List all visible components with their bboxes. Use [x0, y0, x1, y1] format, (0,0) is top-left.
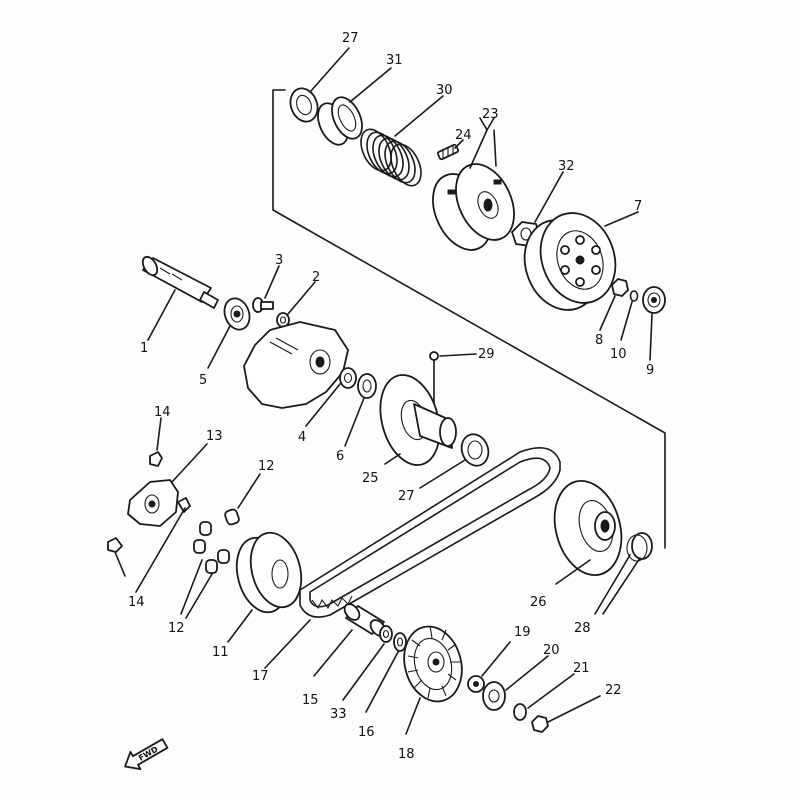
part-5-bearing: [223, 297, 251, 331]
label-22: 22: [605, 683, 622, 698]
label-6: 6: [336, 449, 344, 464]
label-12-bottom: 12: [168, 621, 185, 636]
part-33-washer: [379, 625, 393, 643]
label-29: 29: [478, 347, 495, 362]
label-24: 24: [455, 128, 472, 143]
part-11-movable-drive-face: [235, 531, 303, 614]
label-23: 23: [482, 107, 499, 122]
part-17-drive-belt: [299, 446, 561, 618]
label-16: 16: [358, 725, 375, 740]
label-7: 7: [634, 199, 642, 214]
part-4-seal: [339, 367, 357, 389]
label-19: 19: [514, 625, 531, 640]
label-11: 11: [212, 645, 229, 660]
fwd-direction-marker: FWD: [124, 738, 169, 771]
label-28: 28: [574, 621, 591, 636]
part-28-washer: [626, 532, 653, 562]
part-10-washer: [629, 290, 639, 302]
part-21-washer: [513, 703, 527, 721]
part-1-drive-shaft: [141, 255, 219, 309]
label-2: 2: [312, 270, 320, 285]
label-13: 13: [206, 429, 223, 444]
part-15-collar: [343, 603, 387, 637]
part-14-slider-top: [149, 451, 163, 467]
part-7-clutch-housing: [523, 212, 617, 311]
part-3-bolt: [252, 297, 274, 313]
part-25-pulley-face: [379, 374, 457, 466]
label-10: 10: [610, 347, 627, 362]
label-17: 17: [252, 669, 269, 684]
part-22-nut: [531, 715, 549, 733]
label-21: 21: [573, 661, 590, 676]
label-5: 5: [199, 373, 207, 388]
label-12-top: 12: [258, 459, 275, 474]
label-18: 18: [398, 747, 415, 762]
part-23-clutch-carrier: [432, 163, 515, 251]
part-20-hub: [482, 681, 506, 711]
part-29-plug: [429, 351, 439, 405]
label-33: 33: [330, 707, 347, 722]
group-frame: [272, 89, 666, 549]
part-14-slider-bottom: [107, 537, 123, 553]
part-14-slider-side: [177, 497, 191, 513]
label-8: 8: [595, 333, 603, 348]
part-9-bearing: [642, 286, 666, 314]
part-8-nut: [611, 278, 629, 297]
part-labels: 27 31 30 23 24 32 7 3 2 1 5 8 10 9 29 4 …: [128, 31, 654, 762]
label-30: 30: [436, 83, 453, 98]
label-31: 31: [386, 53, 403, 68]
part-gear-cover: [243, 321, 349, 409]
part-12-roller-weights: [193, 508, 240, 574]
label-25: 25: [362, 471, 379, 486]
part-26-driven-pulley: [553, 480, 623, 576]
part-16-washer: [393, 632, 407, 652]
part-24-pin: [437, 143, 459, 161]
part-6-bearing: [357, 373, 377, 399]
label-14-top: 14: [154, 405, 171, 420]
label-32: 32: [558, 159, 575, 174]
label-26: 26: [530, 595, 547, 610]
label-14-bottom: 14: [128, 595, 145, 610]
part-18-fan-drive-face: [403, 625, 463, 703]
leader-lines: [114, 47, 653, 735]
label-4: 4: [298, 430, 306, 445]
label-9: 9: [646, 363, 654, 378]
part-27-seal-top: [289, 87, 319, 123]
part-19-gear: [467, 675, 485, 693]
label-27-lower: 27: [398, 489, 415, 504]
label-3: 3: [275, 253, 283, 268]
label-27-top: 27: [342, 31, 359, 46]
part-31-collar: [317, 96, 363, 146]
part-30-spring: [360, 128, 422, 187]
part-27-seal-lower: [460, 433, 490, 467]
label-20: 20: [543, 643, 560, 658]
part-13-ramp-plate: [127, 479, 179, 527]
label-1: 1: [140, 341, 148, 356]
label-15: 15: [302, 693, 319, 708]
